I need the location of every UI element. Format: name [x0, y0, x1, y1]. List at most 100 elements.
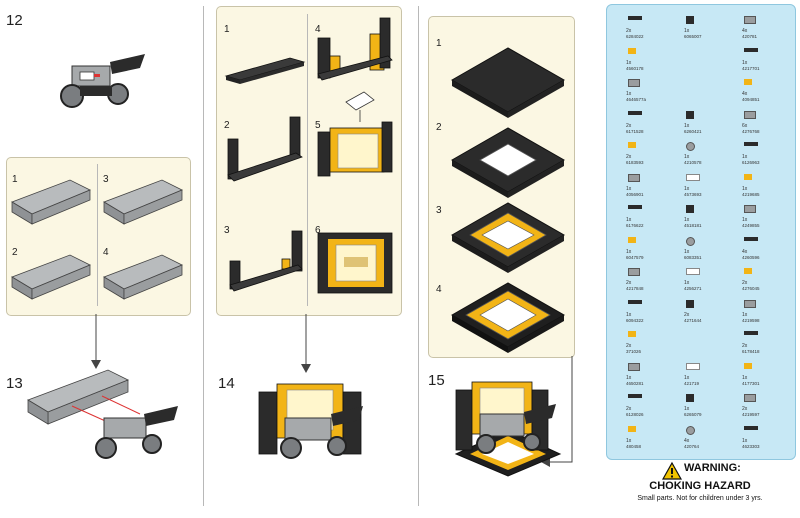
step-14-assembly — [258, 383, 363, 459]
baseplate-tiled-4 — [450, 282, 566, 353]
part-element-id: 4518181 — [684, 223, 702, 228]
warning-note: Small parts. Not for children under 3 yr… — [637, 495, 763, 502]
warning-subtitle: CHOKING HAZARD — [649, 480, 751, 492]
part-quantity: 1x — [684, 406, 690, 412]
substep-b-3: 3 — [224, 225, 230, 236]
part-element-id: 4219597 — [742, 412, 760, 417]
part-quantity: 2x — [626, 28, 632, 34]
warning-triangle-icon — [661, 461, 683, 480]
part-brick-icon — [628, 394, 642, 398]
page-divider-1 — [203, 6, 204, 506]
part-element-id: 4177301 — [742, 380, 760, 386]
part-element-id: 4217701 — [742, 65, 760, 71]
part-element-id: 4623303 — [742, 443, 760, 449]
part-quantity: 2x — [626, 122, 632, 129]
part-brick-icon — [744, 173, 752, 180]
part-quantity: 2x — [742, 280, 748, 286]
part-brick-icon — [744, 425, 758, 430]
part-quantity: 1x — [626, 217, 632, 223]
step-14-arrow — [301, 314, 311, 373]
step-15-number: 15 — [428, 372, 445, 389]
part-quantity: 1x — [684, 374, 690, 381]
substep-c-1: 1 — [436, 38, 442, 49]
frame-yellow-4 — [317, 17, 393, 81]
part-element-id: 6128026 — [626, 412, 644, 417]
substep-a-2: 2 — [12, 247, 18, 258]
frame-sticker-5 — [317, 91, 393, 177]
part-element-id: 6265079 — [684, 412, 702, 417]
part-element-id: 6126963 — [742, 160, 760, 165]
part-element-id: 6284022 — [626, 34, 644, 39]
part-element-id: 4219598 — [742, 317, 760, 323]
part-quantity: 1x — [626, 91, 632, 97]
part-brick-icon — [686, 236, 695, 246]
step-12-number: 12 — [6, 12, 23, 29]
part-brick-icon — [628, 331, 636, 337]
part-brick-icon — [686, 425, 695, 435]
substep-c-4: 4 — [436, 284, 442, 295]
warning-title: WARNING: — [684, 462, 741, 474]
part-element-id: 4276045 — [742, 286, 760, 291]
part-brick-icon — [744, 331, 758, 335]
part-element-id: 4276768 — [742, 128, 760, 134]
part-quantity: 1x — [742, 154, 748, 160]
part-quantity: 2x — [626, 406, 632, 412]
part-brick-icon — [686, 173, 700, 181]
part-element-id: 4256271 — [684, 286, 702, 291]
subpanel-divider-2 — [307, 14, 308, 306]
part-quantity: 1x — [742, 374, 748, 381]
part-brick-icon — [628, 236, 636, 243]
part-element-id: 4650281 — [626, 380, 644, 386]
substep-b-2: 2 — [224, 120, 230, 131]
part-element-id: 4217848 — [626, 286, 644, 291]
part-quantity: 1x — [742, 437, 748, 444]
part-brick-icon — [686, 268, 700, 275]
dark-frame-3 — [229, 230, 303, 292]
substep-b-4: 4 — [315, 24, 321, 35]
baseplate-white-2 — [450, 127, 566, 198]
part-element-id: 4573693 — [684, 191, 702, 197]
part-element-id: 421719 — [684, 380, 700, 386]
part-brick-icon — [686, 362, 700, 370]
part-brick-icon — [744, 236, 758, 241]
part-brick-icon — [628, 173, 640, 182]
gray-brick-2 — [11, 254, 91, 300]
part-item — [684, 329, 734, 357]
part-quantity: 2x — [626, 154, 632, 160]
substep-a-3: 3 — [103, 174, 109, 185]
part-quantity: 1x — [626, 59, 632, 66]
substep-b-5: 5 — [315, 120, 321, 131]
part-brick-icon — [686, 142, 695, 151]
step-13-assembly — [27, 369, 178, 459]
step-14-number: 14 — [218, 375, 235, 392]
part-quantity: 1x — [742, 185, 748, 192]
part-quantity: 1x — [626, 311, 632, 318]
subpanel-divider — [97, 164, 98, 306]
part-quantity: 2x — [626, 280, 632, 286]
part-element-id: 371026 — [626, 349, 642, 354]
part-element-id: 6047579 — [626, 254, 644, 260]
